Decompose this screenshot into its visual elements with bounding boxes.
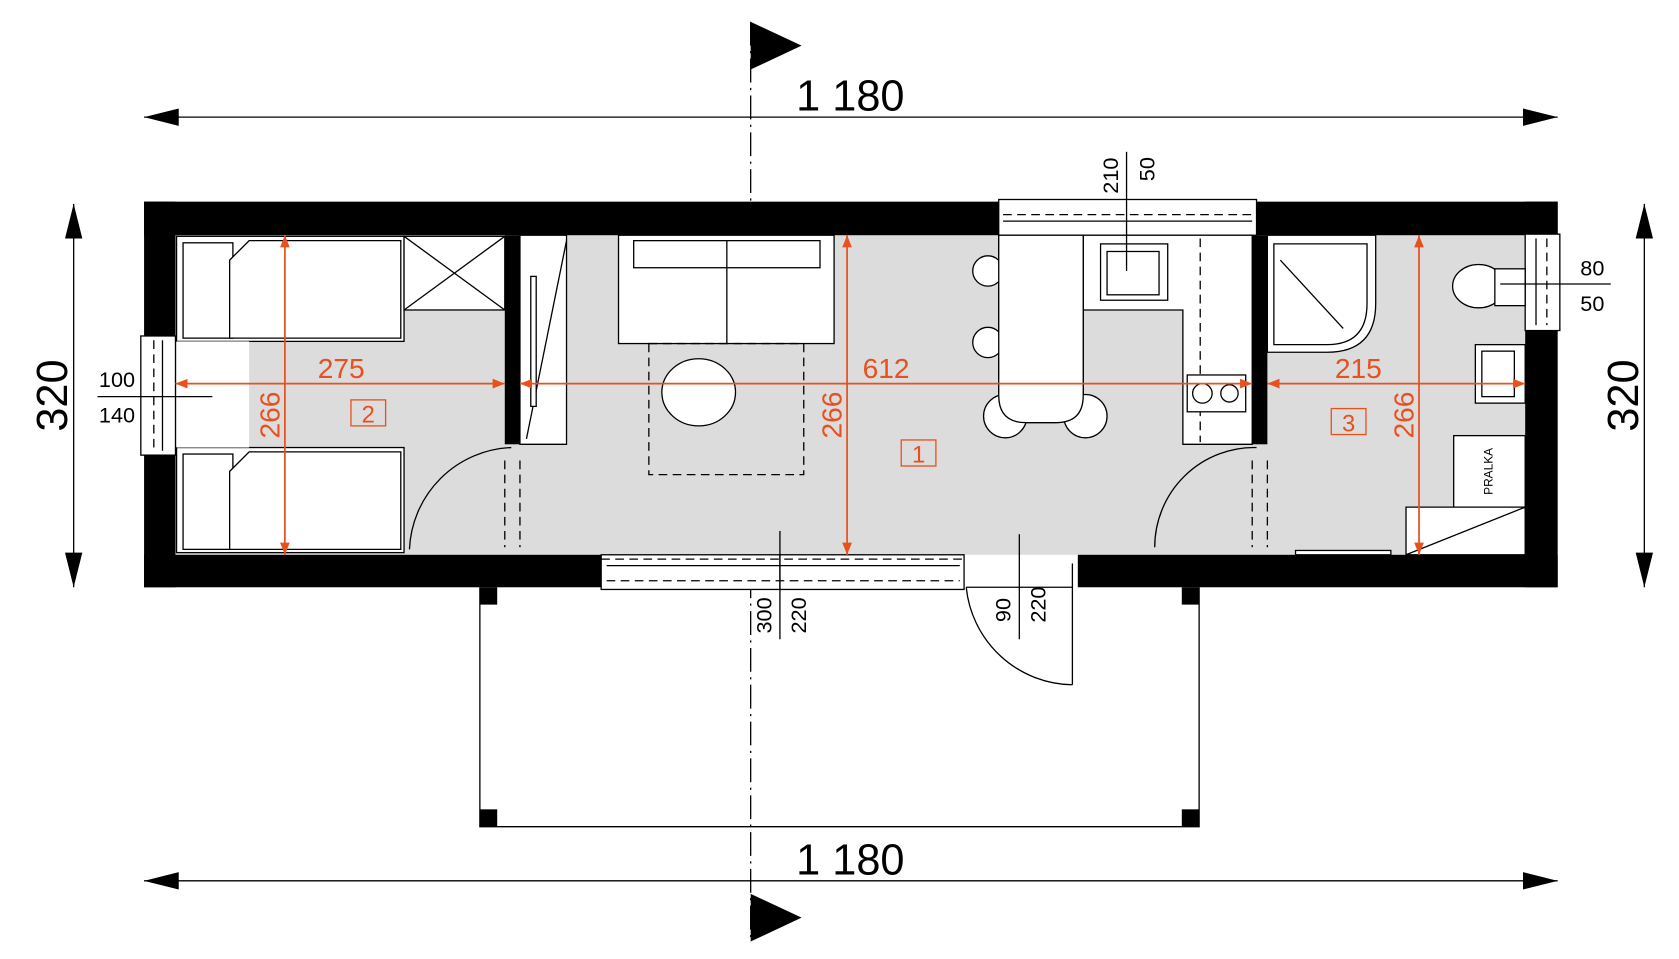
section-marker-top-icon <box>750 21 802 70</box>
bathroom-window-width: 80 <box>1580 255 1604 280</box>
room-1-width: 612 <box>863 353 910 384</box>
dining-bar: L <box>972 234 1108 439</box>
right-depth-dimension: 320 <box>1600 203 1654 588</box>
bathroom-door <box>1154 446 1269 548</box>
section-marker-bottom-icon <box>750 893 802 942</box>
room-2-height: 266 <box>254 392 285 439</box>
kitchen-window-height: 210 <box>1098 158 1123 194</box>
left-depth-label: 320 <box>29 359 77 431</box>
terrace <box>479 587 1200 828</box>
washing-machine-label: PRALKA <box>1482 448 1496 495</box>
wardrobe <box>403 235 506 311</box>
window-left <box>140 335 177 456</box>
terrace-door-width: 300 <box>751 597 776 633</box>
left-window-width: 100 <box>99 367 135 392</box>
washing-machine: PRALKA <box>1405 434 1526 556</box>
room-1-height: 266 <box>817 392 848 439</box>
window-kitchen <box>998 198 1258 236</box>
walls <box>144 201 1558 588</box>
left-window-annotation: 100 140 <box>97 367 213 428</box>
room-dimensions: 275 612 215 266 266 266 <box>175 235 1526 555</box>
left-window-height: 140 <box>99 403 135 428</box>
coffee-table <box>661 358 737 427</box>
kitchen-window-annotation: 210 50 <box>1098 157 1160 194</box>
kitchen-window-sill: 50 <box>1135 157 1160 181</box>
tv-cabinet <box>519 234 568 445</box>
room-1-number: 1 <box>912 442 925 469</box>
rug <box>648 342 805 476</box>
room-2-width: 275 <box>318 353 365 384</box>
bathroom-window-annotation: 80 50 <box>1580 255 1604 316</box>
terrace-door-annotation: 300 220 <box>751 530 811 640</box>
bed-top <box>175 235 405 343</box>
top-width-label: 1 180 <box>796 73 904 121</box>
sofa <box>617 234 835 345</box>
entry-door-height: 220 <box>1025 587 1050 623</box>
shower <box>1266 234 1377 353</box>
entry-door-annotation: 90 220 <box>991 534 1050 640</box>
terrace-door-height: 220 <box>786 597 811 633</box>
bathroom-window-height: 50 <box>1580 291 1604 316</box>
left-depth-dimension: 320 <box>29 203 83 588</box>
terrace-sliding-door <box>600 554 965 591</box>
bottom-width-dimension: 1 180 <box>144 836 1558 890</box>
room-3-height: 266 <box>1389 392 1420 439</box>
room-3-number: 3 <box>1342 410 1355 437</box>
room-number-tags: 2 1 3 <box>350 399 1367 469</box>
room-2-number: 2 <box>362 402 375 429</box>
right-depth-label: 320 <box>1600 359 1648 431</box>
entry-door-width: 90 <box>991 598 1016 622</box>
radiator <box>1294 549 1392 556</box>
window-bathroom <box>1524 233 1561 332</box>
room-3-width: 215 <box>1335 353 1382 384</box>
bedroom-door <box>408 446 521 550</box>
bottom-width-label: 1 180 <box>796 836 904 884</box>
bed-bottom <box>175 446 405 554</box>
kitchen-counter <box>998 234 1253 445</box>
top-width-dimension: 1 180 <box>144 73 1558 126</box>
washbasin <box>1474 343 1526 404</box>
